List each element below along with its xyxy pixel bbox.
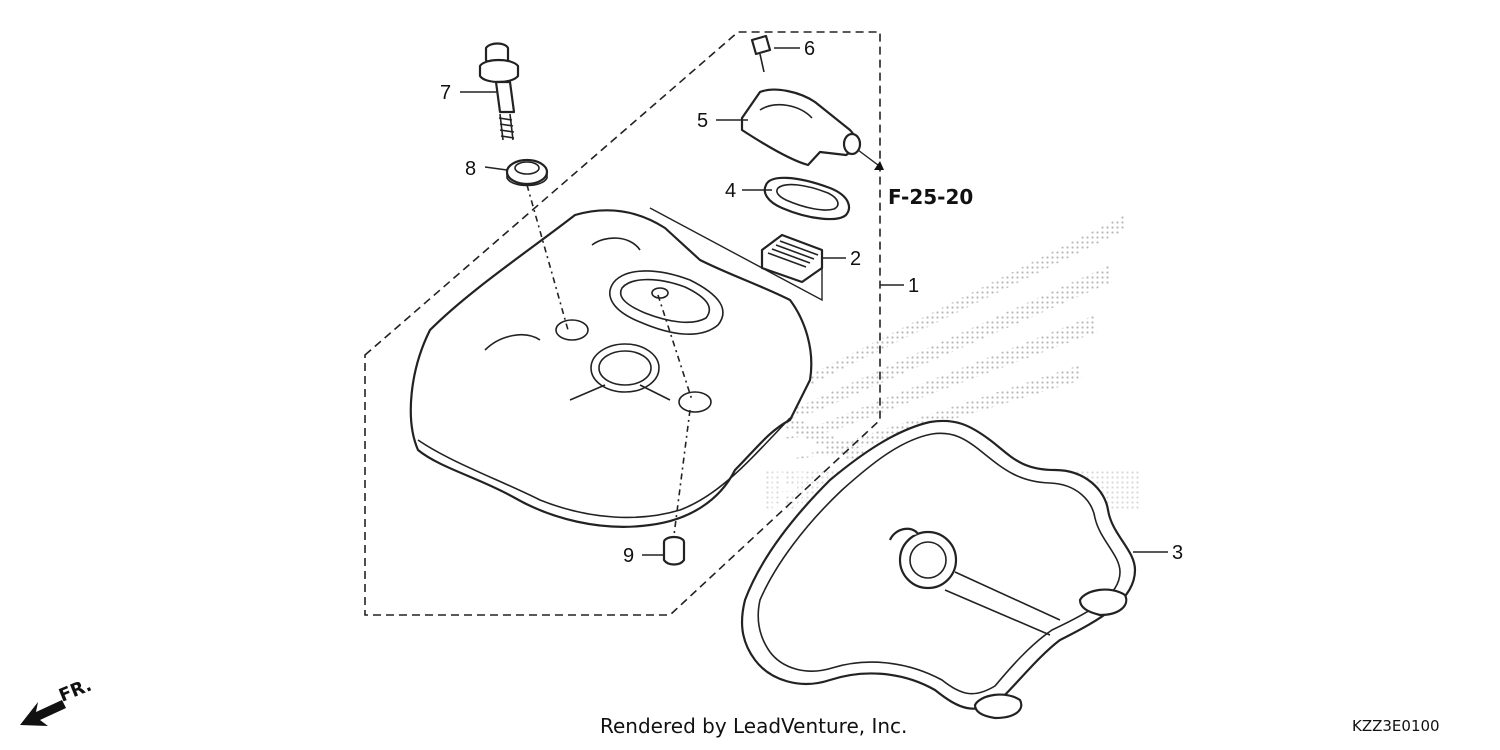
breather-gasket	[763, 176, 850, 221]
callout-7: 7	[440, 82, 451, 104]
figure-code: KZZ3E0100	[1352, 717, 1440, 735]
front-marker: FR.	[56, 675, 95, 707]
assembly-boundary	[364, 31, 881, 616]
bolt-part-7	[478, 42, 520, 141]
callout-5: 5	[697, 110, 708, 132]
washer-part-8	[505, 158, 549, 187]
head-cover-gasket	[740, 419, 1137, 720]
bolt-part-6	[750, 34, 772, 73]
callout-4: 4	[725, 180, 736, 202]
dowel-part-9	[662, 535, 686, 566]
credit-text: Rendered by LeadVenture, Inc.	[600, 714, 907, 738]
callout-9: 9	[623, 545, 634, 567]
callout-2: 2	[850, 248, 861, 270]
callout-6: 6	[804, 38, 815, 60]
cylinder-head-cover	[409, 209, 813, 528]
front-arrow-icon	[20, 700, 66, 726]
callout-1: 1	[908, 275, 919, 297]
callout-8: 8	[465, 158, 476, 180]
breather-cover	[740, 88, 862, 167]
reference-code: F-25-20	[888, 185, 973, 209]
callout-3: 3	[1172, 542, 1183, 564]
breather-filter	[760, 233, 824, 284]
